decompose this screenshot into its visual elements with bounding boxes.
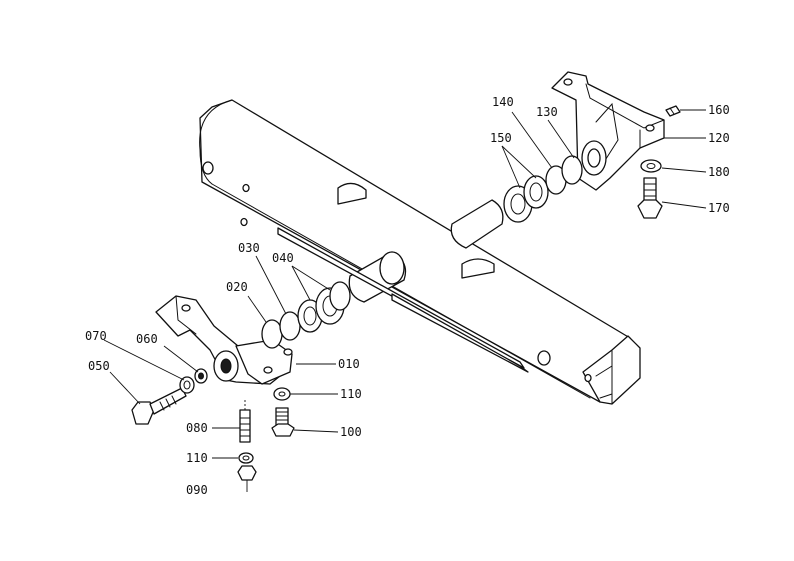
callout-060: 060 [136, 332, 158, 346]
bushing-020 [261, 319, 283, 349]
callout-140: 140 [492, 95, 514, 109]
seal-150-b [523, 175, 549, 209]
callout-170: 170 [708, 201, 730, 215]
callout-030: 030 [238, 241, 260, 255]
callout-020: 020 [226, 280, 248, 294]
callout-050: 050 [88, 359, 110, 373]
grease-fitting-160 [665, 105, 681, 117]
callout-090: 090 [186, 483, 208, 497]
bolt-170 [637, 177, 663, 219]
callout-180: 180 [708, 165, 730, 179]
washer-110-upper [273, 387, 291, 401]
callout-080: 080 [186, 421, 208, 435]
front-bushing-stack [261, 281, 351, 349]
front-bracket-010 [155, 295, 293, 385]
callout-110-upper: 110 [340, 387, 362, 401]
callout-070: 070 [85, 329, 107, 343]
bolt-050 [131, 387, 187, 425]
washer-070 [179, 376, 195, 394]
callout-110-lower: 110 [186, 451, 208, 465]
bushing-130 [561, 155, 583, 185]
bushing-030 [279, 311, 301, 341]
callout-040: 040 [272, 251, 294, 265]
callout-100: 100 [340, 425, 362, 439]
rear-bushing-stack [503, 155, 583, 223]
leader-lines [103, 109, 707, 459]
callout-150: 150 [490, 131, 512, 145]
nut-090 [237, 465, 257, 481]
axle-tube [199, 99, 641, 405]
callout-160: 160 [708, 103, 730, 117]
washer-180 [640, 159, 662, 173]
callout-010: 010 [338, 357, 360, 371]
washer-110-lower [238, 452, 254, 464]
callout-130: 130 [536, 105, 558, 119]
stud-080 [239, 400, 251, 443]
bolt-100 [271, 407, 295, 437]
callout-labels: 010 020 030 040 050 060 070 080 090 100 … [85, 95, 730, 497]
callout-120: 120 [708, 131, 730, 145]
